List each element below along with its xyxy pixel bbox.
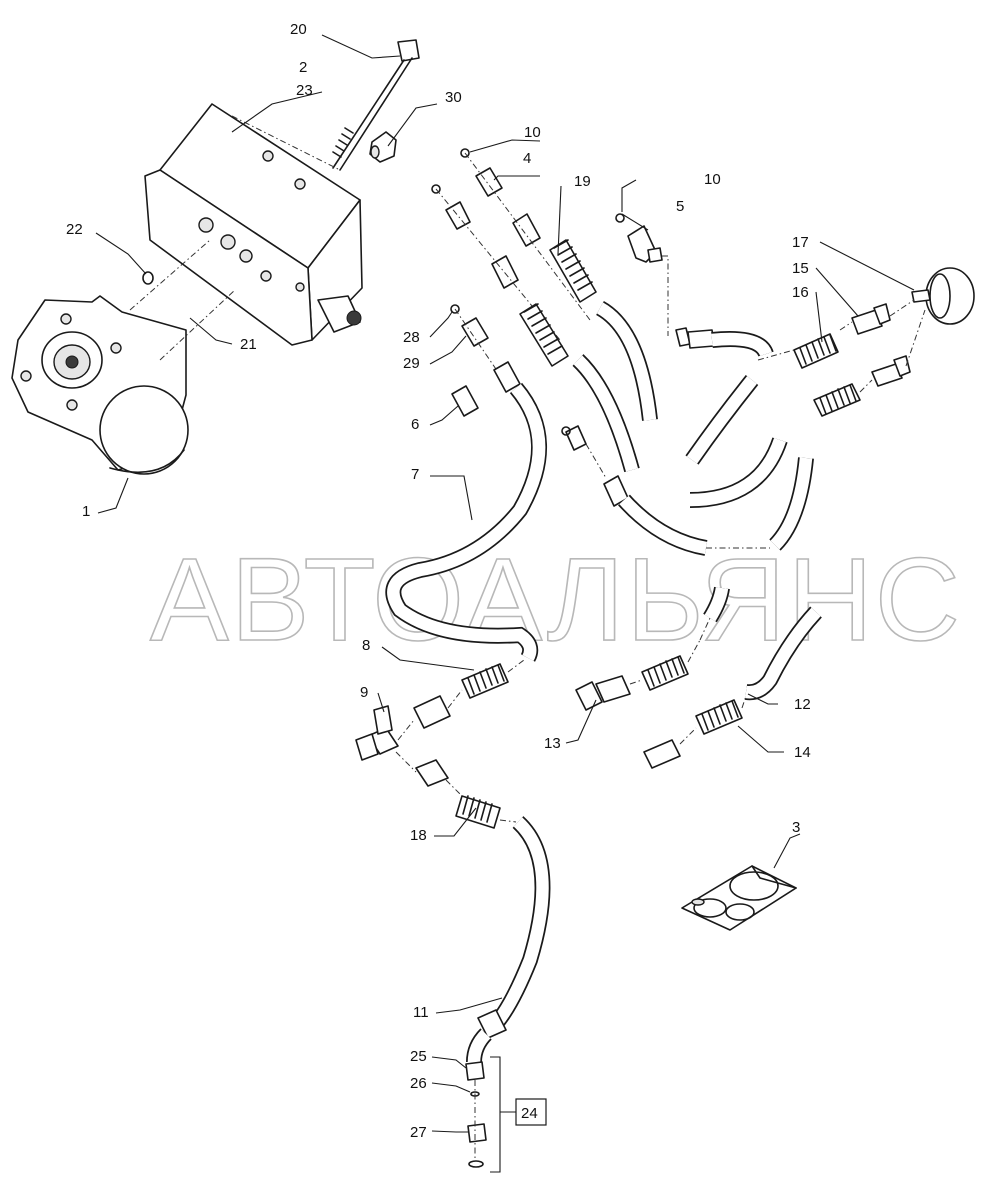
callout-8: 8: [362, 637, 370, 654]
callout-24-box: [515, 1098, 547, 1126]
hose-lower-group[interactable]: [561, 425, 770, 641]
part-8-spiral-guard[interactable]: [461, 659, 525, 699]
callout-1: 1: [82, 503, 90, 520]
callout-2: 2: [299, 59, 307, 76]
part-11-hose[interactable]: [466, 816, 551, 1063]
part-30-nut[interactable]: [369, 131, 397, 163]
callout-20: 20: [290, 21, 307, 38]
callout-12: 12: [794, 696, 811, 713]
part-7-hose[interactable]: [385, 361, 547, 662]
part-15-fitting[interactable]: [851, 303, 911, 387]
callout-18: 18: [410, 827, 427, 844]
part-27-adapter[interactable]: [467, 1080, 487, 1168]
callout-11: 11: [413, 1004, 429, 1021]
part-6-fitting[interactable]: [451, 385, 479, 417]
callout-29: 29: [403, 355, 420, 372]
part-5-elbow-fitting[interactable]: [615, 213, 774, 358]
callout-14: 14: [794, 744, 811, 761]
callout-24: 24: [521, 1105, 538, 1122]
callout-19: 19: [574, 173, 591, 190]
part-2-valve-block[interactable]: [144, 103, 363, 346]
part-29-fitting[interactable]: [461, 317, 489, 347]
part-18-spiral-guard[interactable]: [455, 795, 501, 829]
watermark-text: АВТОАЛЬЯНС: [150, 534, 962, 666]
part-4-fitting[interactable]: [445, 167, 541, 289]
leader-lines: [95, 34, 915, 1173]
callout-30: 30: [445, 89, 462, 106]
part-17-cap[interactable]: [911, 267, 975, 325]
callout-6: 6: [411, 416, 419, 433]
callout-10a: 10: [524, 124, 541, 141]
callout-27: 27: [410, 1124, 427, 1141]
callout-7: 7: [411, 466, 419, 483]
callout-9: 9: [360, 684, 368, 701]
callout-28: 28: [403, 329, 420, 346]
callout-15: 15: [792, 260, 809, 277]
part-1-steering-unit[interactable]: [11, 295, 189, 475]
part-9-tee-fitting[interactable]: [355, 689, 467, 801]
callout-4: 4: [523, 150, 531, 167]
hose-upper-group[interactable]: [572, 300, 814, 551]
callout-26: 26: [410, 1075, 427, 1092]
part-10-o-ring-top[interactable]: [431, 148, 470, 194]
callout-3: 3: [792, 819, 800, 836]
callout-22: 22: [66, 221, 83, 238]
callout-21: 21: [240, 336, 257, 353]
part-28-o-ring[interactable]: [450, 304, 460, 314]
part-20-bolt[interactable]: [332, 39, 420, 171]
part-22-o-ring[interactable]: [142, 271, 154, 285]
part-12-hose[interactable]: [744, 606, 822, 701]
part-16-spiral-guard[interactable]: [793, 333, 861, 417]
part-13-elbow-fitting[interactable]: [575, 639, 701, 711]
part-3-seal-kit[interactable]: [681, 865, 797, 931]
callout-17: 17: [792, 234, 809, 251]
callout-16: 16: [792, 284, 809, 301]
callout-5: 5: [676, 198, 684, 215]
callout-10b: 10: [704, 171, 721, 188]
callout-25: 25: [410, 1048, 427, 1065]
callout-13: 13: [544, 735, 561, 752]
part-14-spiral-guard[interactable]: [643, 695, 747, 769]
part-19-spiral-guard[interactable]: [519, 239, 597, 367]
part-25-nut[interactable]: [465, 1061, 485, 1081]
callout-labels: 20 2 23 30 10 4 19 10 5 17 15 16 22 21 2…: [66, 21, 811, 1141]
callout-23: 23: [296, 82, 313, 99]
